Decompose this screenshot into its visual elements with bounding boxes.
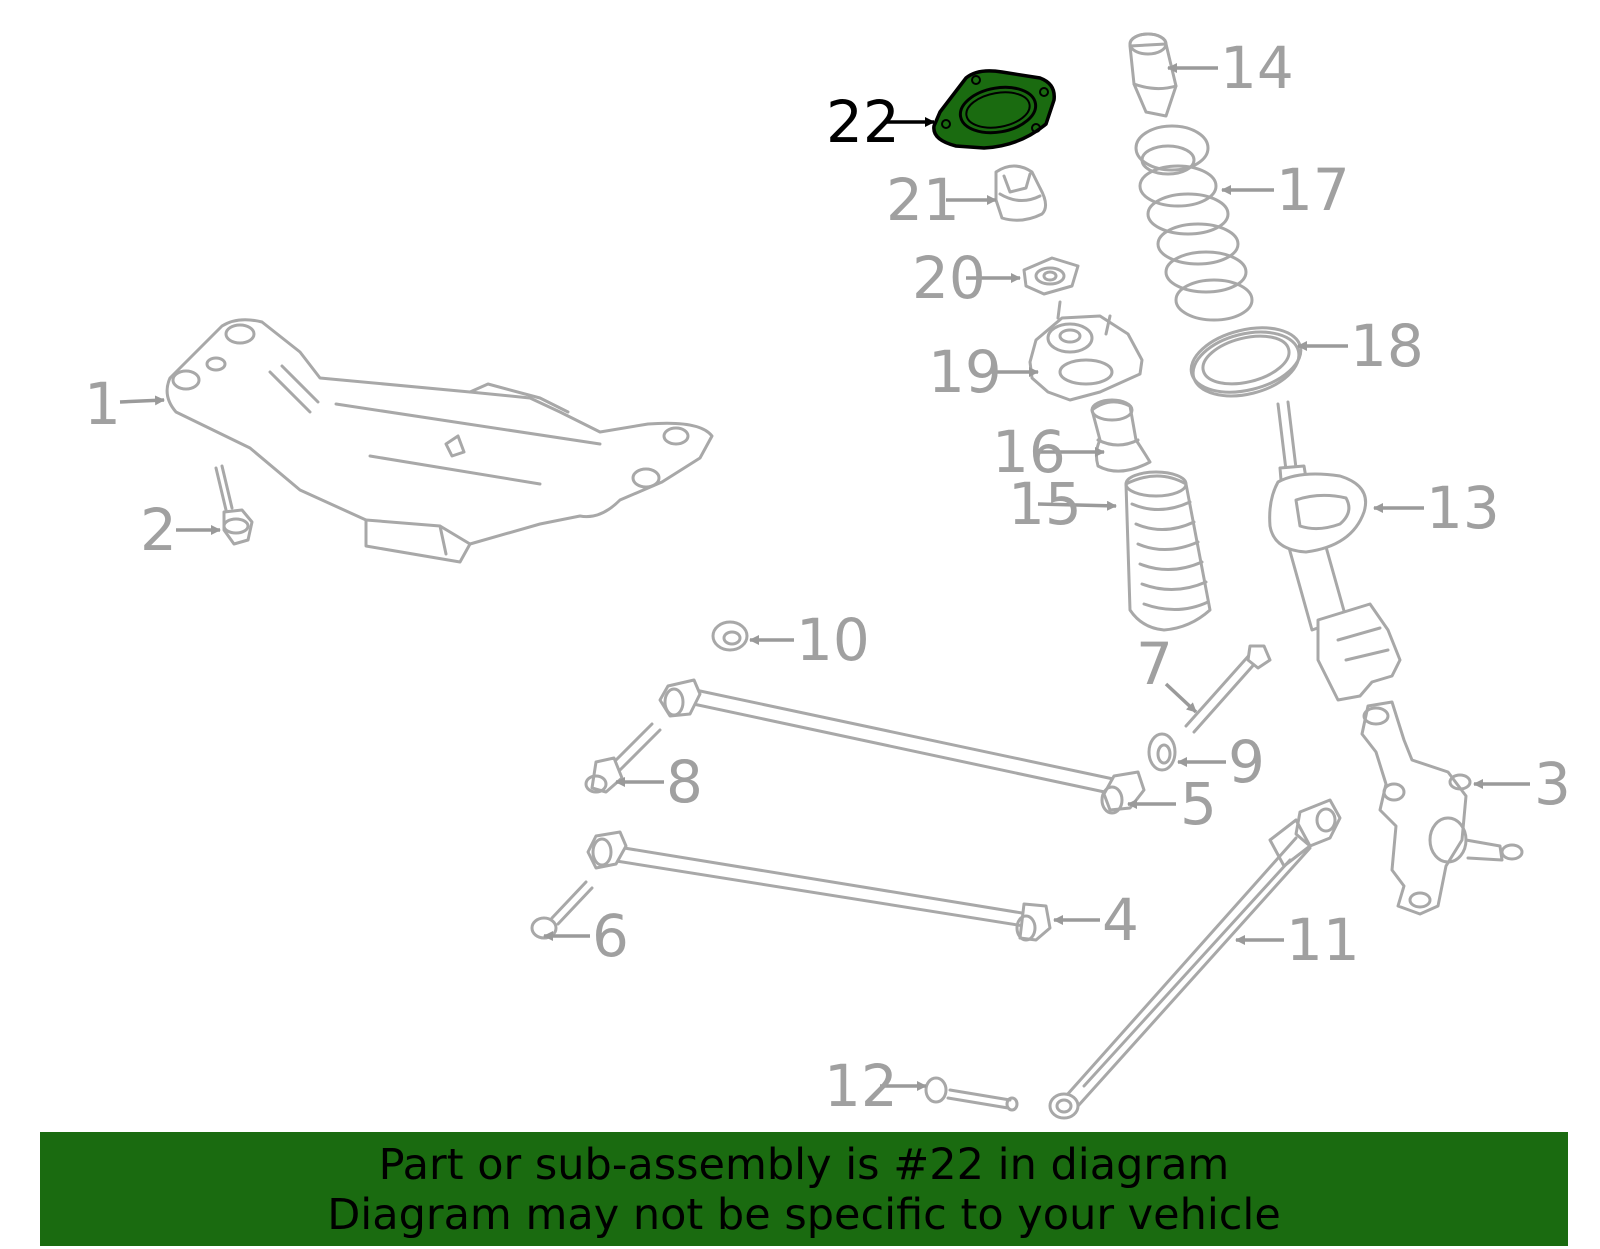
callout-13[interactable]: 13: [1426, 474, 1500, 542]
notice-banner: Part or sub-assembly is #22 in diagram D…: [40, 1132, 1568, 1246]
part-6-bolt: [530, 880, 594, 940]
callout-2[interactable]: 2: [140, 496, 177, 564]
part-19-strut-mount: [1028, 300, 1144, 402]
callout-4[interactable]: 4: [1102, 886, 1139, 954]
part-14-bump-stop: [1128, 32, 1178, 118]
part-4-lower-link: [586, 830, 1052, 942]
callout-8[interactable]: 8: [666, 748, 703, 816]
part-9-washer: [1147, 732, 1177, 772]
part-1-crossmember: [165, 318, 714, 564]
callout-5[interactable]: 5: [1180, 770, 1217, 838]
part-8-bolt: [584, 722, 662, 794]
callout-18[interactable]: 18: [1350, 312, 1424, 380]
callout-9[interactable]: 9: [1228, 728, 1265, 796]
callout-10[interactable]: 10: [796, 606, 870, 674]
part-20-nut: [1022, 256, 1080, 296]
part-12-bolt: [924, 1076, 1019, 1112]
part-11-trailing-arm: [1048, 798, 1342, 1120]
part-17-coil-spring: [1134, 124, 1254, 322]
callout-3[interactable]: 3: [1534, 750, 1571, 818]
callout-1[interactable]: 1: [84, 370, 121, 438]
part-7-bolt: [1184, 644, 1272, 734]
part-16-bushing: [1090, 398, 1152, 473]
part-15-dust-boot: [1124, 470, 1212, 632]
part-2-bolt: [214, 464, 254, 546]
callout-16[interactable]: 16: [992, 418, 1066, 486]
callout-15[interactable]: 15: [1008, 470, 1082, 538]
callout-7[interactable]: 7: [1136, 630, 1173, 698]
callout-22[interactable]: 22: [826, 88, 900, 156]
callout-12[interactable]: 12: [824, 1052, 898, 1120]
callout-14[interactable]: 14: [1220, 34, 1294, 102]
leader-lines: [119, 63, 1530, 1091]
banner-line-2: Diagram may not be specific to your vehi…: [327, 1190, 1281, 1240]
callout-17[interactable]: 17: [1276, 156, 1350, 224]
part-3-knuckle: [1360, 700, 1524, 916]
callout-6[interactable]: 6: [592, 902, 629, 970]
part-5-upper-link: [658, 678, 1146, 815]
part-10-washer: [711, 620, 749, 652]
part-18-spring-seat: [1189, 326, 1303, 398]
callout-20[interactable]: 20: [912, 244, 986, 312]
part-22-mount-plate[interactable]: [932, 69, 1056, 150]
part-21-insulator: [994, 164, 1047, 222]
banner-line-1: Part or sub-assembly is #22 in diagram: [378, 1140, 1230, 1190]
callout-19[interactable]: 19: [928, 338, 1002, 406]
part-13-strut: [1268, 400, 1402, 702]
callout-11[interactable]: 11: [1286, 906, 1360, 974]
callout-21[interactable]: 21: [886, 166, 960, 234]
callout-labels: 1 2 3 4 5 6 7 8 9 10 11 12 13 14 15 16 1…: [84, 34, 1571, 1120]
